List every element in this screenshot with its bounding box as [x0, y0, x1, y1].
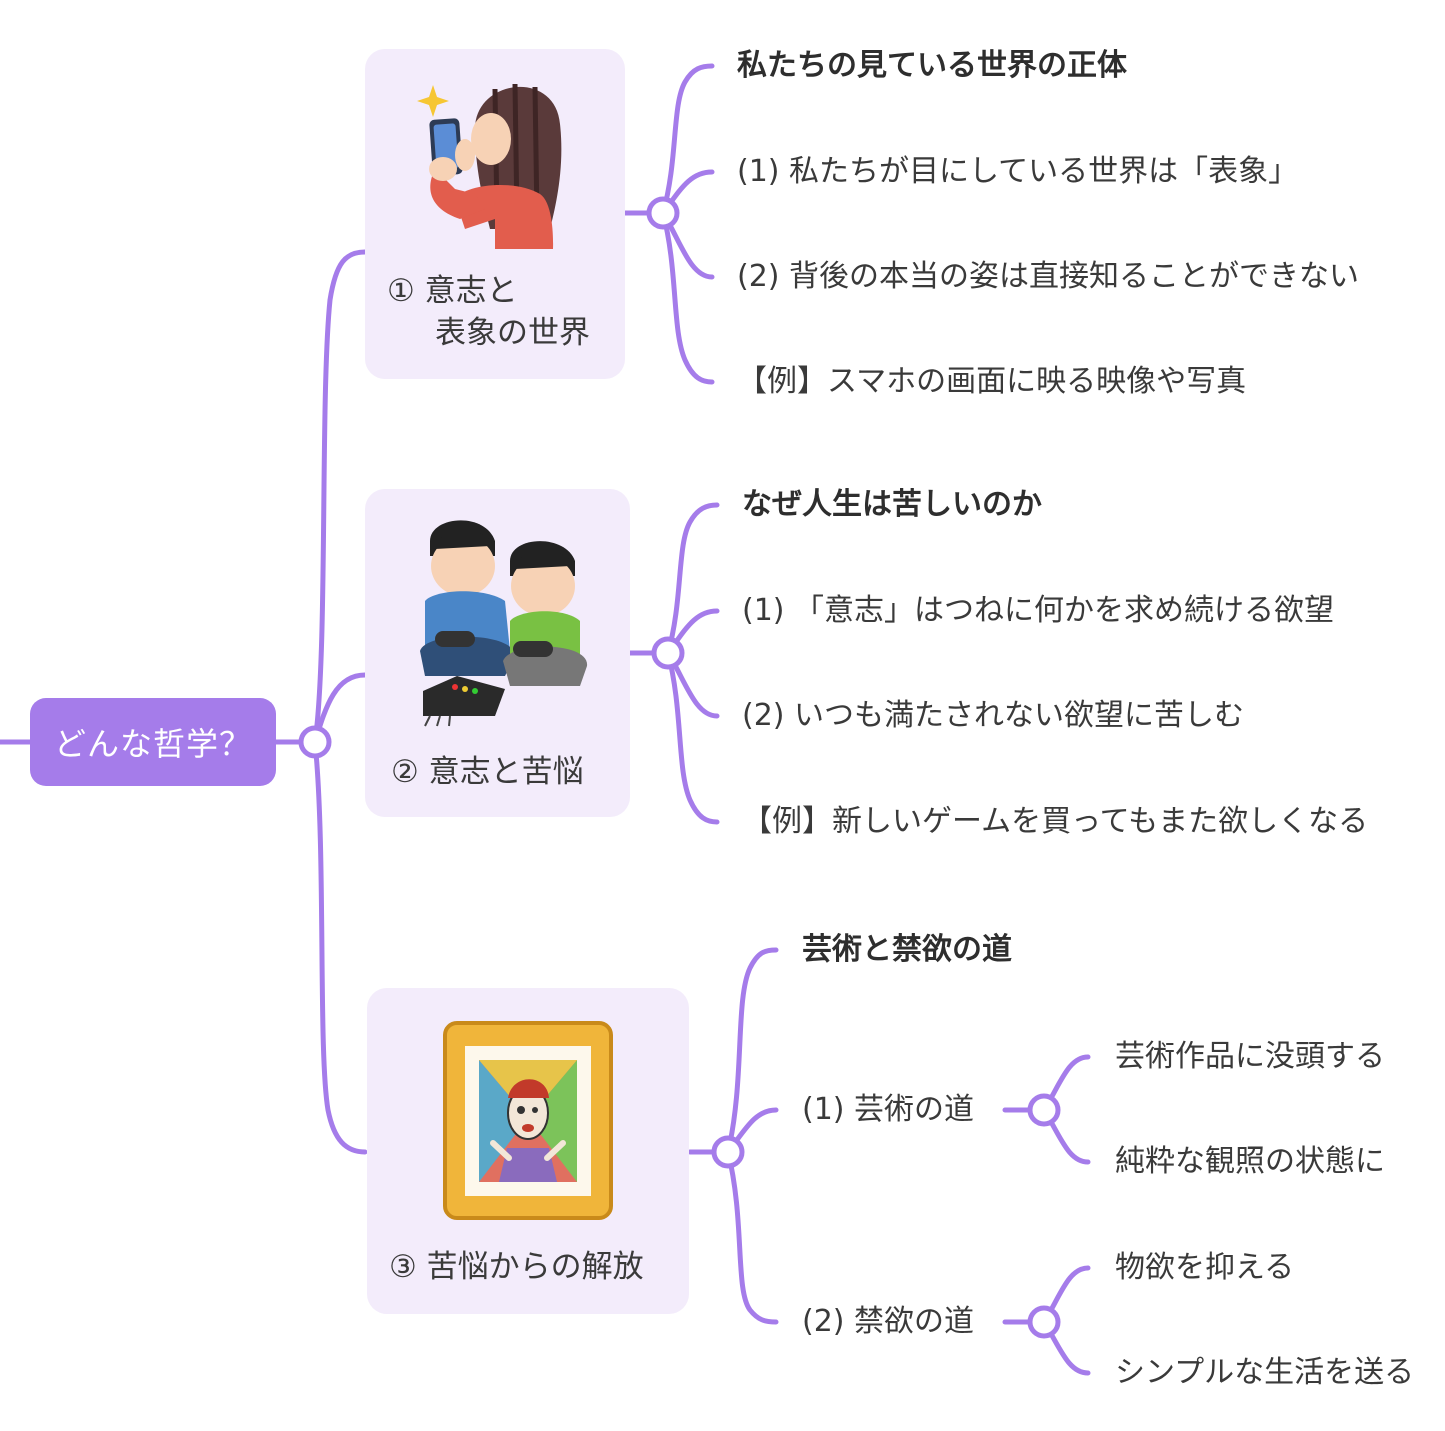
card3-junction-node	[711, 1135, 745, 1169]
branch1-heading[interactable]: 私たちの見ている世界の正体	[737, 48, 1127, 83]
root-junction-node	[298, 725, 332, 759]
branch-card-representation[interactable]: ① 意志と 表象の世界	[365, 49, 625, 379]
art-path-label[interactable]: (1) 芸術の道	[802, 1092, 975, 1127]
card3-to-ascetic-line	[725, 1149, 779, 1325]
card1-to-heading-line	[660, 63, 715, 216]
branch-title-line2: 表象の世界	[435, 315, 590, 351]
art-item-2[interactable]: 純粋な観照の状態に	[1115, 1144, 1385, 1179]
card2-to-item3-line	[665, 650, 720, 825]
art-junction-node	[1027, 1093, 1061, 1127]
branch2-example[interactable]: 【例】新しいゲームを買ってもまた欲しくなる	[742, 804, 1369, 839]
branch-card-will-suffering[interactable]: ② 意志と苦悩	[365, 489, 630, 817]
boys-playing-video-game-illustration	[420, 520, 588, 727]
root-to-card3-line	[312, 739, 368, 1155]
branch-title: ③ 苦悩からの解放	[389, 1249, 644, 1285]
ascetic-item-1[interactable]: 物欲を抑える	[1115, 1250, 1295, 1285]
branch-title: ② 意志と苦悩	[391, 754, 584, 790]
framed-painting-illustration	[443, 1021, 613, 1220]
branch2-item-1[interactable]: (1) 「意志」はつねに何かを求め続ける欲望	[742, 593, 1335, 628]
branch-card-liberation[interactable]: ③ 苦悩からの解放	[367, 988, 689, 1314]
root-node[interactable]: どんな哲学？	[30, 698, 276, 786]
card1-to-item3-line	[660, 210, 715, 385]
branch1-item-1[interactable]: (1) 私たちが目にしている世界は「表象」	[737, 154, 1299, 189]
card2-junction-node	[651, 636, 685, 670]
branch3-heading[interactable]: 芸術と禁欲の道	[802, 932, 1012, 967]
ascetic-item-2[interactable]: シンプルな生活を送る	[1115, 1355, 1415, 1390]
branch-title-line1: ① 意志と	[387, 273, 518, 309]
woman-with-smartphone-illustration	[417, 83, 562, 249]
card1-junction-node	[646, 196, 680, 230]
branch2-item-2[interactable]: (2) いつも満たされない欲望に苦しむ	[742, 698, 1245, 733]
root-to-card1-line	[312, 249, 368, 745]
ascetic-path-label[interactable]: (2) 禁欲の道	[802, 1304, 975, 1339]
root-label: どんな哲学？	[53, 725, 252, 763]
card3-to-heading-line	[725, 947, 779, 1155]
branch1-example[interactable]: 【例】スマホの画面に映る映像や写真	[737, 364, 1247, 399]
art-item-1[interactable]: 芸術作品に没頭する	[1115, 1039, 1385, 1074]
branch1-item-2[interactable]: (2) 背後の本当の姿は直接知ることができない	[737, 259, 1360, 294]
ascetic-junction-node	[1027, 1305, 1061, 1339]
branch2-heading[interactable]: なぜ人生は苦しいのか	[742, 487, 1042, 522]
card2-to-heading-line	[665, 502, 720, 656]
